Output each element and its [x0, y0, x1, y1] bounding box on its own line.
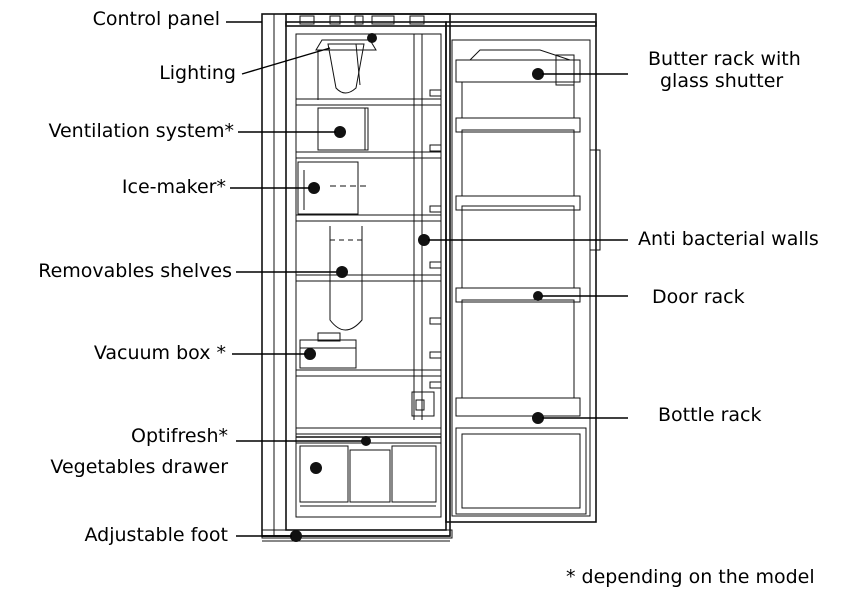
- callout-dots: [290, 33, 544, 542]
- label-lighting: Lighting: [159, 62, 236, 84]
- label-vegetables-drawer: Vegetables drawer: [50, 456, 228, 478]
- label-ice-maker: Ice-maker*: [121, 176, 226, 198]
- foot-part: [261, 529, 453, 539]
- label-anti-bacterial-walls: Anti bacterial walls: [638, 228, 819, 250]
- label-vacuum-box: Vacuum box *: [93, 342, 226, 364]
- label-adjustable-foot: Adjustable foot: [84, 524, 229, 546]
- label-removables-shelves: Removables shelves: [38, 260, 232, 282]
- label-butter-rack-line2: glass shutter: [660, 70, 784, 92]
- vegetables-drawer-part: [299, 445, 437, 507]
- label-bottle-rack: Bottle rack: [658, 404, 762, 426]
- label-ventilation-system: Ventilation system*: [48, 120, 234, 142]
- interior-rails: [317, 34, 423, 420]
- ventilation-part: [317, 107, 369, 151]
- label-optifresh: Optifresh*: [131, 425, 228, 447]
- leader-lines-right: [428, 73, 628, 419]
- lighting-part: [315, 39, 377, 94]
- door: [445, 21, 601, 523]
- tank-part: [329, 226, 363, 331]
- label-control-panel: Control panel: [92, 8, 220, 30]
- label-butter-rack-line1: Butter rack with: [648, 48, 801, 70]
- lower-compartment: [411, 391, 435, 417]
- footnote: * depending on the model: [566, 566, 815, 588]
- leader-lines-left: [226, 21, 362, 537]
- label-door-rack: Door rack: [652, 286, 745, 308]
- shelves: [295, 89, 442, 435]
- label-butter-rack: Butter rack with glass shutter: [648, 48, 848, 92]
- control-panel-part: [285, 13, 597, 27]
